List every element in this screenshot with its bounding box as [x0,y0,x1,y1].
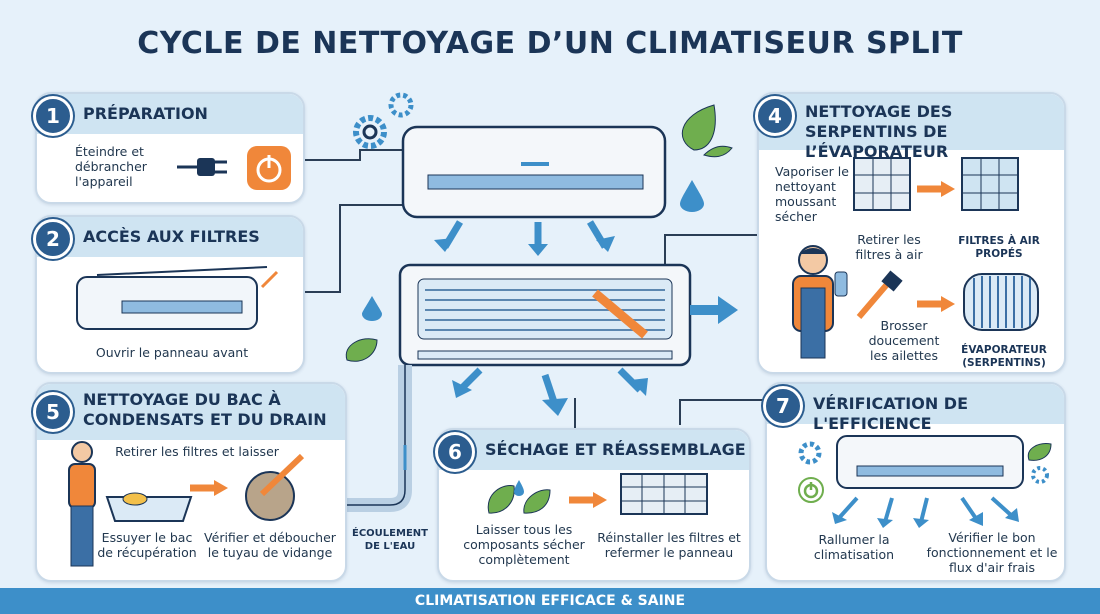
filter-clean-illustration [620,473,708,515]
leaf-icon [345,338,378,362]
step-5-title: NETTOYAGE DU BAC À CONDENSATS ET DU DRAI… [83,390,327,429]
step-5-text-wipe: Essuyer le bac de récupération [97,530,197,560]
power-icon [247,146,291,190]
step-2-badge: 2 [33,219,73,259]
step-7-text-verify: Vérifier le bon fonctionnement et le flu… [926,530,1058,575]
step-1-text: Éteindre et débrancher l'appareil [75,144,147,189]
technician-icon [68,441,96,567]
water-drop-icon [362,296,382,321]
step-4-text-spray: Vaporiser le nettoyant moussant sécher [775,164,849,224]
arrow-icon [690,296,738,324]
tray-illustration [105,492,193,522]
step-6-badge: 6 [435,432,475,472]
gear-icon [798,441,822,465]
drain-label: ÉCOULEMENT DE L'EAU [352,528,428,552]
step-4-text-brush: Brosser doucement les ailettes [868,318,940,363]
step-5-panel: 5 NETTOYAGE DU BAC À CONDENSATS ET DU DR… [33,382,347,582]
step-1-badge: 1 [33,96,73,136]
step-1-panel: 1 PRÉPARATION Éteindre et débrancher l'a… [33,92,305,204]
step-7-header [767,384,1064,424]
ac-unit-illustration [401,125,667,219]
step-2-header [37,217,303,257]
arrow-icon [434,220,615,256]
arrow-icon [917,296,955,312]
step-2-title: ACCÈS AUX FILTRES [83,227,260,246]
step-5-text-check: Vérifier et déboucher le tuyau de vidang… [204,530,336,560]
technician-icon [792,245,848,359]
footer-banner: CLIMATISATION EFFICACE & SAINE [0,588,1100,614]
arrow-icon [569,492,607,508]
step-4-caption-filters: FILTRES À AIR PROPÉS [958,235,1040,260]
step-6-title: SÉCHAGE ET RÉASSEMBLAGE [485,440,746,459]
step-4-panel: 4 NETTOYAGE DES SERPENTINS DE L’ÉVAPORAT… [755,92,1066,374]
gear-icon [1031,466,1049,484]
drain-pipe [320,365,412,512]
brush-icon [856,270,903,319]
leaf-icon [681,104,733,158]
drain-brush-illustration [245,453,305,521]
step-6-panel: 6 SÉCHAGE ET RÉASSEMBLAGE Laisser tous l… [435,428,751,582]
arrow-icon [452,367,648,416]
step-7-title: VÉRIFICATION DE L'EFFICIENCE [813,394,968,433]
filter-dirty-illustration [853,157,911,211]
leaf-icon [487,480,551,514]
step-5-header [37,384,345,440]
step-4-text-remove: Retirer les filtres à air [855,232,923,262]
step-5-text-remove: Retirer les filtres et laisser [115,444,279,459]
step-4-badge: 4 [755,96,795,136]
step-5-badge: 5 [33,392,73,432]
step-7-text-restart: Rallumer la climatisation [813,532,895,562]
arrow-icon [190,480,228,496]
gear-icon [353,115,387,149]
step-6-header [439,430,749,470]
step-1-title: PRÉPARATION [83,104,208,123]
step-6-text-reinstall: Réinstaller les filtres et refermer le p… [597,530,741,560]
step-2-text: Ouvrir le panneau avant [95,345,249,360]
page-title: CYCLE DE NETTOYAGE D’UN CLIMATISEUR SPLI… [137,26,963,61]
step-2-panel: 2 ACCÈS AUX FILTRES Ouvrir le panneau av… [33,215,305,374]
step-4-header [759,94,1064,150]
evaporator-illustration [398,263,692,367]
step-1-header [37,94,303,134]
ac-unit-small [836,435,1024,489]
airflow-arrows [832,496,1019,528]
step-4-caption-evaporator: ÉVAPORATEUR (SERPENTINS) [961,344,1047,369]
step-7-panel: 7 VÉRIFICATION DE L'EFFICIENCE Rallumer … [763,382,1066,582]
power-icon [798,477,824,503]
gear-icon [388,92,414,118]
ac-open-illustration [76,266,279,330]
arrow-icon [917,181,955,197]
step-7-badge: 7 [763,386,803,426]
leaf-icon [1027,443,1052,461]
filter-clean-illustration [961,157,1019,211]
plug-icon [177,158,227,176]
step-6-text-dry: Laisser tous les composants sécher compl… [463,522,585,567]
water-drop-icon [680,180,704,212]
step-4-title: NETTOYAGE DES SERPENTINS DE L’ÉVAPORATEU… [805,102,953,161]
evaporator-coil-illustration [963,273,1039,331]
